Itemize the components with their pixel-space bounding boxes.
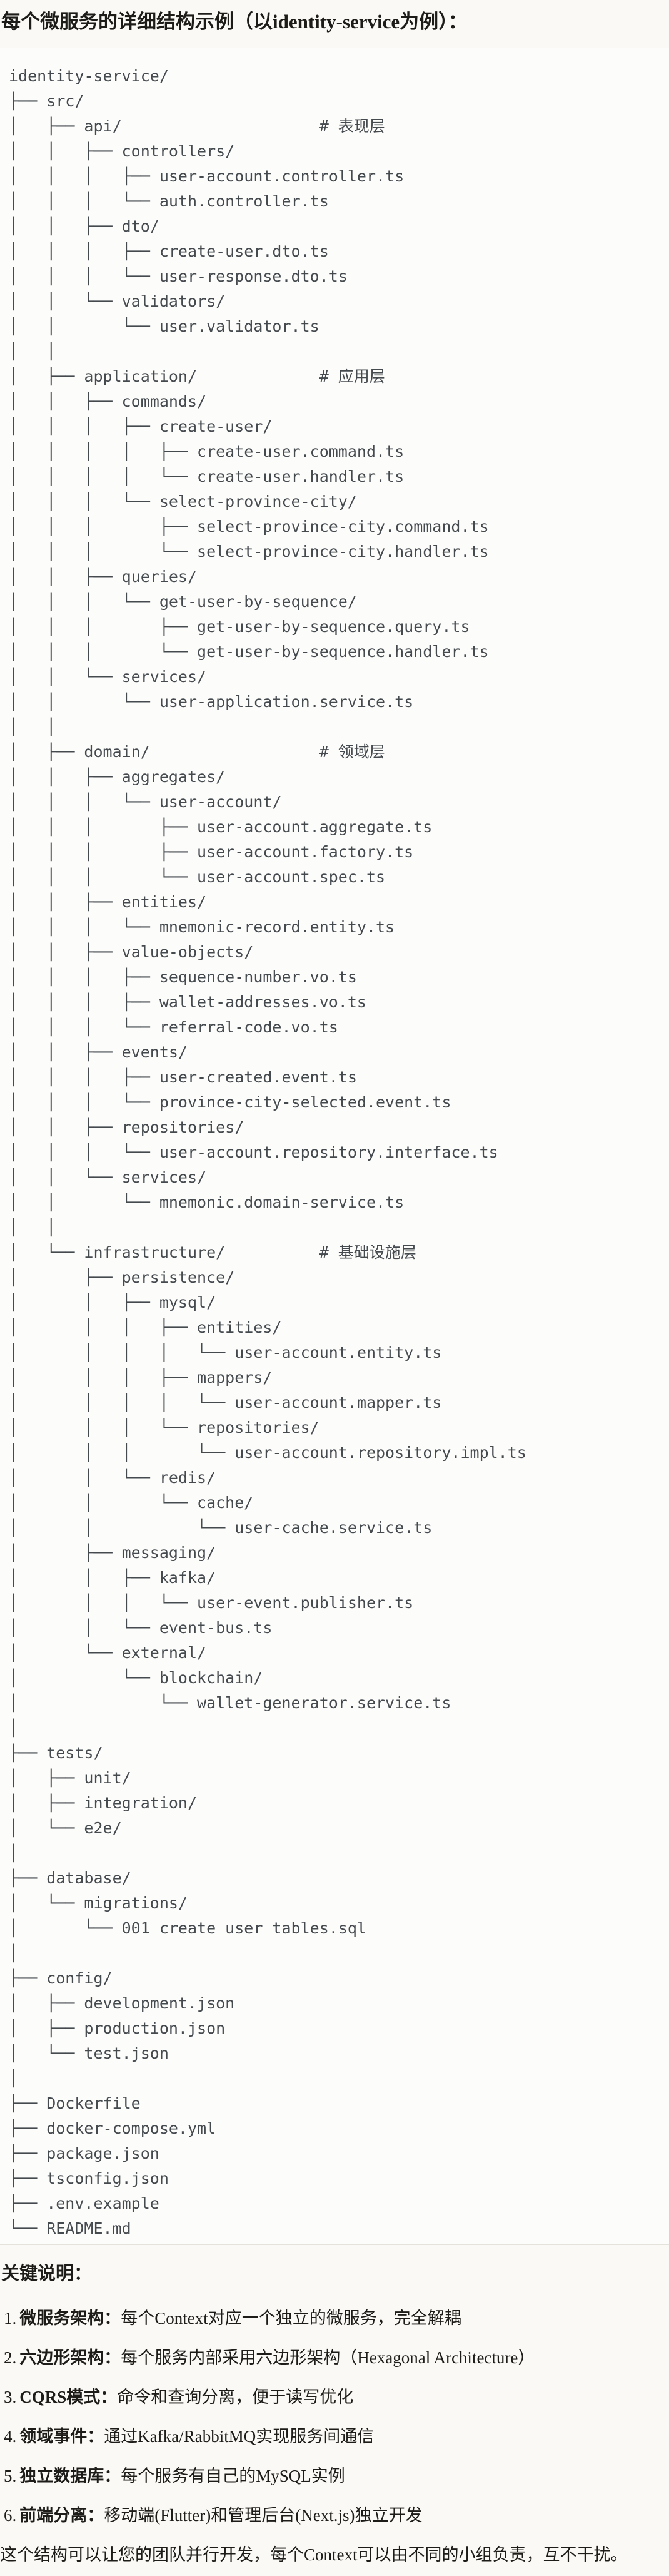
notes-heading: 关键说明： bbox=[1, 2264, 93, 2284]
directory-tree: identity-service/ ├── src/ │ ├── api/ # … bbox=[9, 67, 526, 2238]
note-number: 1. bbox=[4, 2308, 17, 2328]
note-text: 每个Context对应一个独立的微服务，完全解耦 bbox=[121, 2308, 461, 2328]
note-number: 4. bbox=[4, 2426, 17, 2446]
page-title: 每个微服务的详细结构示例（以identity-service为例）： bbox=[1, 11, 468, 33]
note-label: 六边形架构： bbox=[19, 2348, 121, 2367]
note-text: 每个服务有自己的MySQL实例 bbox=[121, 2466, 345, 2485]
note-text: 移动端(Flutter)和管理后台(Next.js)独立开发 bbox=[104, 2505, 423, 2525]
note-number: 5. bbox=[4, 2466, 17, 2485]
footer-paragraph: 这个结构可以让您的团队并行开发，每个Context可以由不同的小组负责，互不干扰… bbox=[0, 2545, 628, 2564]
note-item-1: 1.微服务架构：每个Context对应一个独立的微服务，完全解耦 bbox=[4, 2306, 669, 2331]
note-item-2: 2.六边形架构：每个服务内部采用六边形架构（Hexagonal Architec… bbox=[4, 2345, 669, 2370]
note-item-6: 6.前端分离：移动端(Flutter)和管理后台(Next.js)独立开发 bbox=[4, 2503, 669, 2528]
note-number: 2. bbox=[4, 2348, 17, 2367]
code-block: identity-service/ ├── src/ │ ├── api/ # … bbox=[0, 48, 669, 2246]
note-text: 每个服务内部采用六边形架构（Hexagonal Architecture） bbox=[121, 2348, 535, 2367]
note-label: 独立数据库： bbox=[19, 2466, 121, 2485]
notes-list: 1.微服务架构：每个Context对应一个独立的微服务，完全解耦 2.六边形架构… bbox=[0, 2306, 669, 2528]
note-number: 3. bbox=[4, 2387, 17, 2406]
note-text: 命令和查询分离，便于读写优化 bbox=[117, 2387, 354, 2406]
note-label: CQRS模式： bbox=[19, 2387, 118, 2406]
note-item-3: 3.CQRS模式：命令和查询分离，便于读写优化 bbox=[4, 2385, 669, 2410]
note-label: 前端分离： bbox=[19, 2505, 104, 2525]
note-number: 6. bbox=[4, 2505, 17, 2525]
note-item-5: 5.独立数据库：每个服务有自己的MySQL实例 bbox=[4, 2463, 669, 2488]
note-label: 领域事件： bbox=[19, 2426, 104, 2446]
note-item-4: 4.领域事件：通过Kafka/RabbitMQ实现服务间通信 bbox=[4, 2424, 669, 2449]
note-text: 通过Kafka/RabbitMQ实现服务间通信 bbox=[104, 2426, 375, 2446]
note-label: 微服务架构： bbox=[19, 2308, 121, 2328]
